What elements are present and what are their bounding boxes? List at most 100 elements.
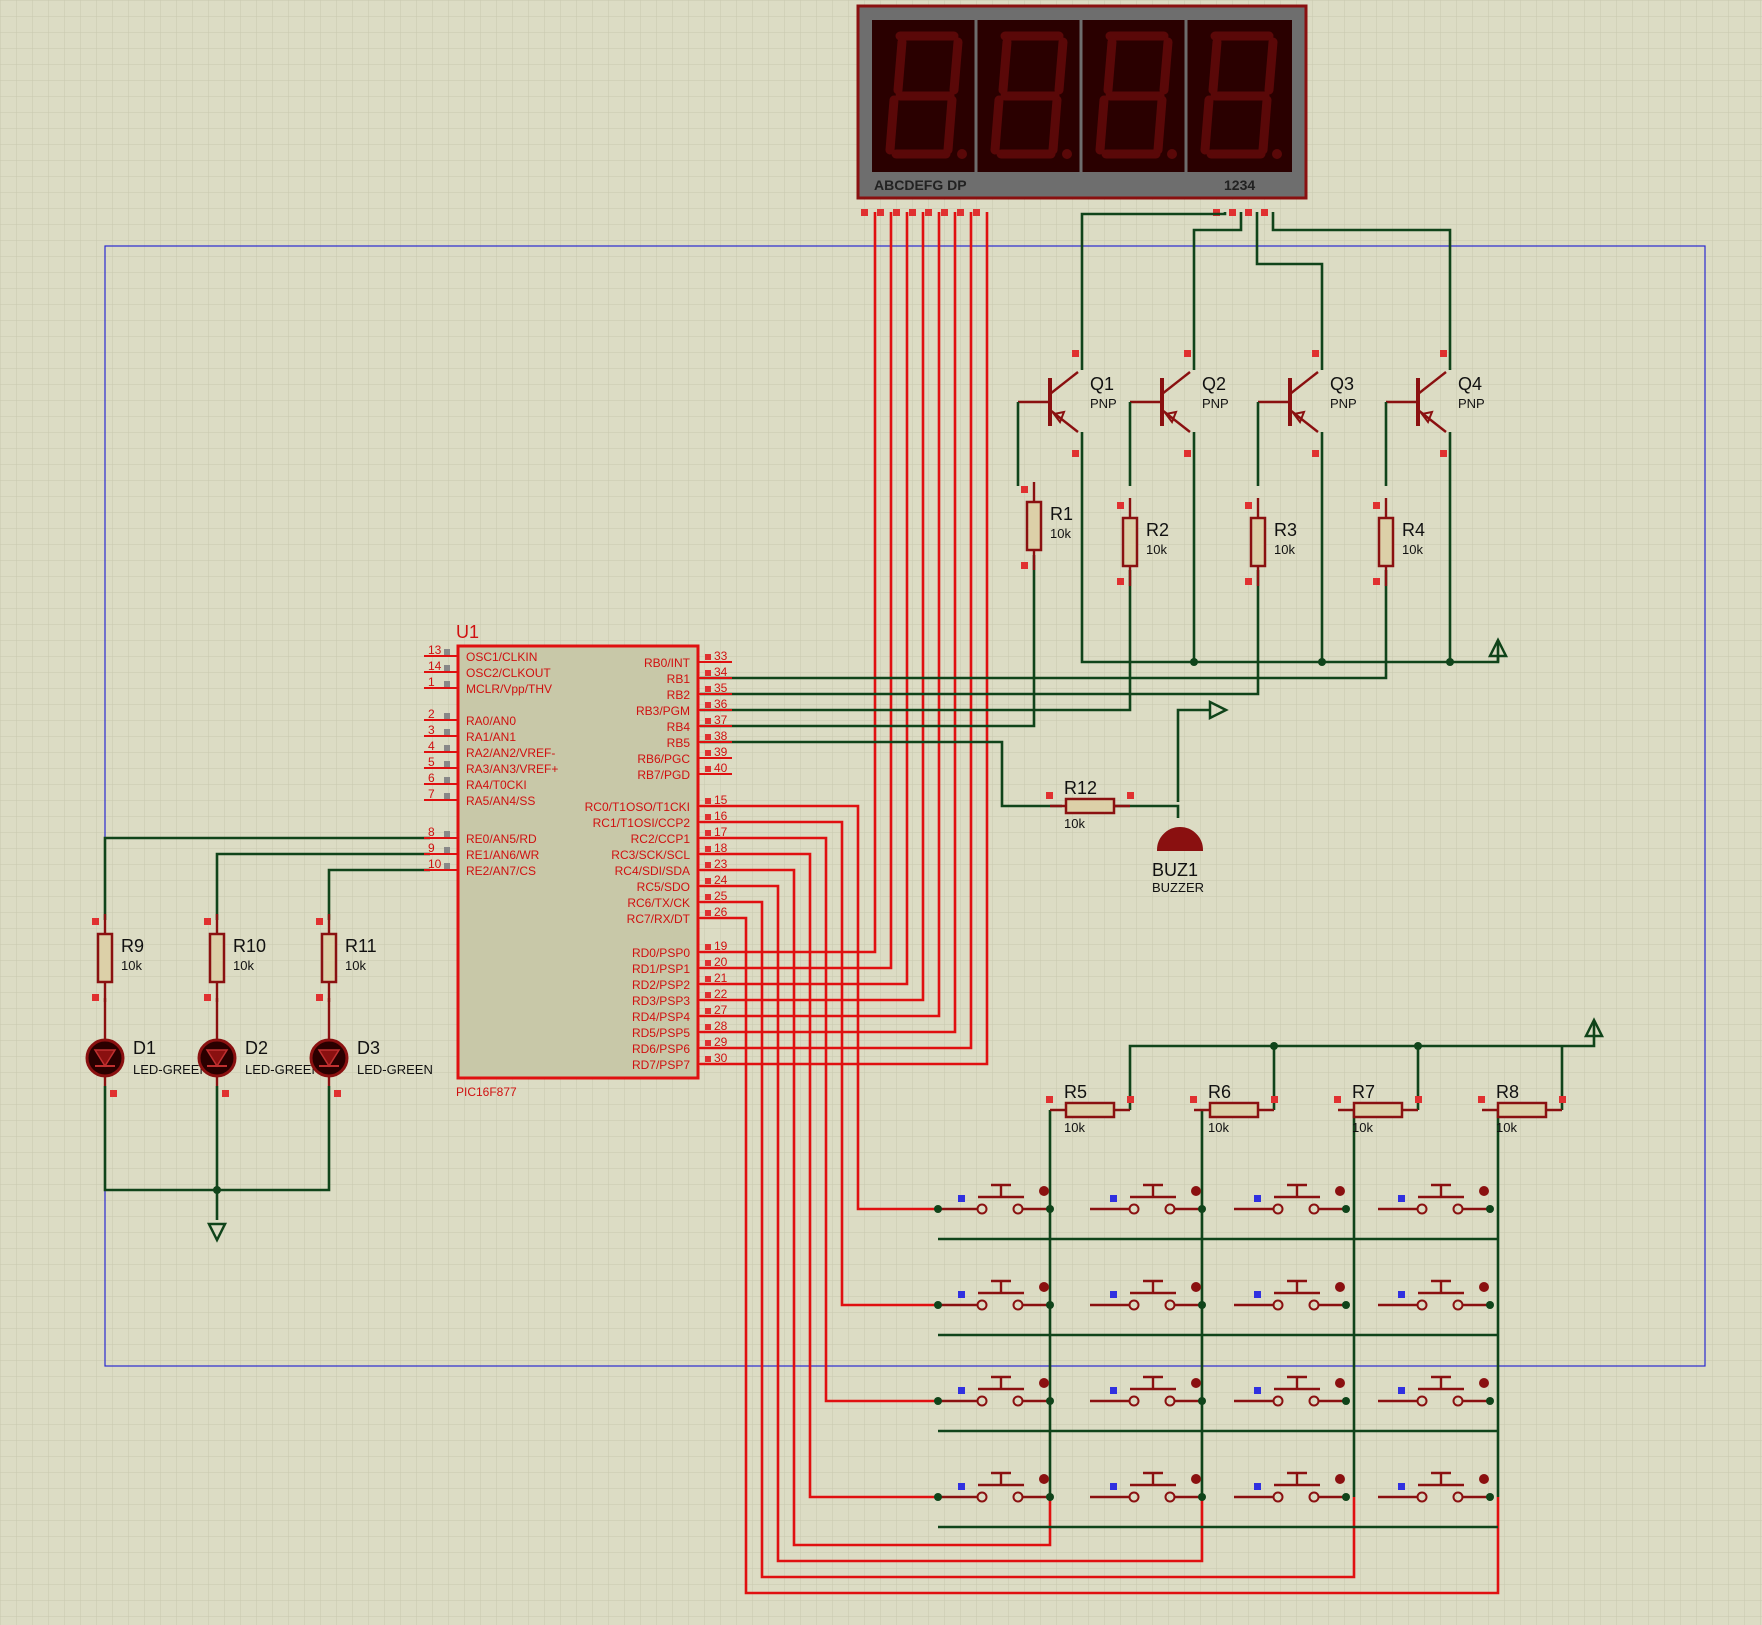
- keypad-button[interactable]: [1090, 1471, 1202, 1503]
- keypad-button[interactable]: [938, 1183, 1050, 1215]
- keypad-button[interactable]: [1378, 1471, 1490, 1503]
- mcu-pin-number: 1: [428, 675, 435, 689]
- mcu-pin-name: RD6/PSP6: [632, 1042, 690, 1056]
- keypad-button[interactable]: [938, 1279, 1050, 1311]
- keypad-button[interactable]: [1090, 1183, 1202, 1215]
- keypad-button[interactable]: [1234, 1279, 1346, 1311]
- mcu-pin-number: 23: [714, 857, 728, 871]
- transistor-type: PNP: [1458, 396, 1485, 411]
- mcu-pin-number: 6: [428, 771, 435, 785]
- mcu-pin-name: RC1/T1OSI/CCP2: [593, 816, 691, 830]
- mcu-pin-name: RE2/AN7/CS: [466, 864, 536, 878]
- mcu-pin-number: 22: [714, 987, 728, 1001]
- mcu-pin-number: 2: [428, 707, 435, 721]
- keypad-button[interactable]: [938, 1471, 1050, 1503]
- keypad-button[interactable]: [1378, 1279, 1490, 1311]
- mcu-pin-number: 39: [714, 745, 728, 759]
- buzzer-buz1[interactable]: BUZ1 BUZZER: [1152, 827, 1204, 895]
- keypad-button[interactable]: [1234, 1183, 1346, 1215]
- mcu-pin-name: MCLR/Vpp/THV: [466, 682, 552, 696]
- mcu-pin-number: 14: [428, 659, 442, 673]
- keypad-button[interactable]: [1378, 1375, 1490, 1407]
- keypad-button[interactable]: [1090, 1375, 1202, 1407]
- mcu-pin-number: 36: [714, 697, 728, 711]
- segment-bus-wires: [700, 212, 989, 1066]
- resistor-value: 10k: [121, 958, 142, 973]
- resistor-value: 10k: [233, 958, 254, 973]
- mcu-pin-number: 26: [714, 905, 728, 919]
- keypad-button[interactable]: [938, 1375, 1050, 1407]
- keypad-button[interactable]: [1234, 1375, 1346, 1407]
- transistor-type: PNP: [1330, 396, 1357, 411]
- keypad-button[interactable]: [1090, 1279, 1202, 1311]
- resistor-ref: R2: [1146, 520, 1169, 540]
- base-drive-wires: [700, 555, 1388, 808]
- resistor-value: 10k: [1402, 542, 1423, 557]
- led-ref: D2: [245, 1038, 268, 1058]
- led-wires: [103, 836, 430, 1220]
- keypad-matrix[interactable]: [938, 1183, 1490, 1503]
- keypad-button[interactable]: [1234, 1471, 1346, 1503]
- seven-segment-display[interactable]: ABCDEFG DP 1234: [856, 4, 1308, 200]
- keypad-button[interactable]: [1378, 1183, 1490, 1215]
